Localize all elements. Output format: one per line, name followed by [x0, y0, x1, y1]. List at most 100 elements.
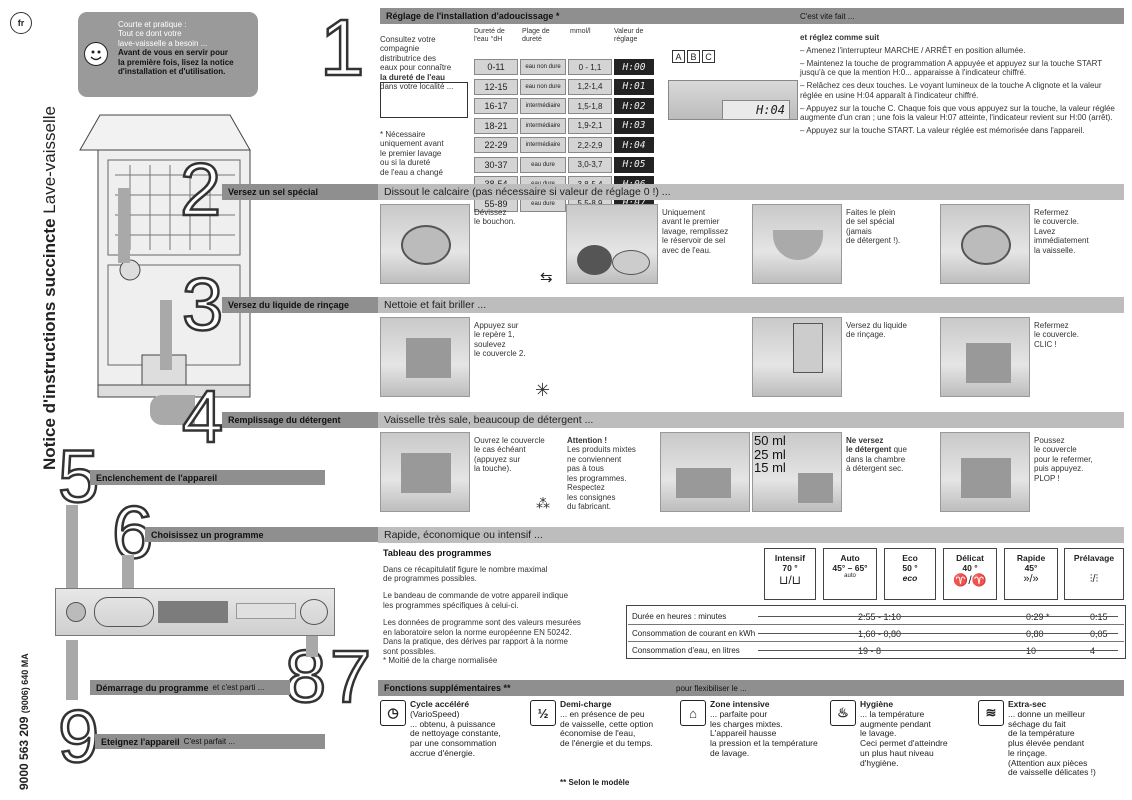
program-info-line: sont possibles. — [383, 646, 436, 656]
setting-display-value: H:04 — [756, 103, 785, 117]
step-6-subtitle: Rapide, économique ou intensif ... — [384, 529, 543, 541]
detergent-text-line: Ouvrez le couvercle — [474, 436, 545, 445]
consumption-rapide: 10 — [1026, 646, 1037, 656]
intro-bold-1: Avant de vous en servir pour — [118, 48, 228, 58]
hardness-table-headers: Dureté de l'eau °dH Plage de dureté mmol… — [474, 28, 664, 58]
consumption-rapide: 0:29 * — [1026, 612, 1050, 622]
salt-photo-1 — [380, 204, 470, 284]
step-6-subbar: Rapide, économique ou intensif ... — [378, 527, 1124, 543]
button-C-label: C — [702, 50, 715, 63]
dose-50ml: 50 ml — [754, 433, 786, 448]
detergent-text-line: PLOP ! — [1034, 473, 1060, 483]
extra-dry-icon: ≋ — [978, 700, 1004, 726]
salt-text-line: la vaisselle. — [1034, 245, 1076, 255]
rinse-text-line: de rinçage. — [846, 330, 886, 340]
function-line: plus élevée pendant — [1008, 738, 1085, 749]
swap-icon: ⇆ — [540, 269, 553, 286]
function-line: (Attention aux pièces — [1008, 757, 1088, 768]
step-3-subbar: Nettoie et fait briller ... — [378, 297, 1124, 313]
rinse-photo-3 — [940, 317, 1030, 397]
auto-icon: auto — [844, 573, 856, 579]
step-8-bar: Démarrage du programme et c'est parti ..… — [90, 680, 290, 695]
side-title-light: Lave-vaisselle — [40, 105, 59, 214]
arrow-step-8 — [306, 635, 318, 657]
salt-text-line: lavage, remplissez — [662, 226, 729, 236]
detergent-text-line: (appuyez sur — [474, 454, 521, 464]
hardness-dh: 30-37 — [474, 156, 518, 173]
function-line: un plus haut niveau — [860, 747, 934, 758]
step-9-tail: C'est parfait ... — [183, 737, 235, 746]
hardness-advice-line: distributrice des — [380, 53, 437, 63]
step-6-bar: Choisissez un programme — [145, 527, 380, 542]
dose-15ml: 15 ml — [754, 460, 786, 476]
hardness-advice-bold: la dureté de l'eau — [380, 72, 446, 82]
hardness-range: eau non dure — [520, 59, 566, 76]
eco-icon: eco — [902, 573, 918, 583]
intro-bold-3: d'installation et d'utilisation. — [118, 67, 226, 77]
function-line: économise de l'eau, — [560, 728, 636, 739]
sparkle-icon: ✳ — [535, 380, 551, 400]
program-buttons-group[interactable] — [94, 597, 154, 627]
function-line: les charges mixtes. — [710, 718, 783, 729]
detergent-attention-line: du fabricant. — [567, 502, 612, 512]
indicator-strip — [158, 601, 228, 623]
salt-text-2: Uniquement avant le premier lavage, remp… — [662, 208, 752, 255]
hardness-setting-display: H:01 — [614, 78, 654, 95]
consumption-prelavage: 0:15 — [1090, 612, 1108, 622]
salt-text-line: Refermez — [1034, 208, 1069, 217]
step-3-bar: Versez du liquide de rinçage — [222, 297, 378, 313]
step-7-bar: Fonctions supplémentaires ** pour flexib… — [378, 680, 1124, 696]
arrow-step-9 — [66, 640, 78, 700]
hardness-advice-line: eaux pour connaître — [380, 63, 452, 73]
program-temp: 70 ° — [782, 563, 798, 573]
arrow-step-3 — [160, 300, 172, 370]
hardness-header-dh: Dureté de l'eau °dH — [474, 28, 505, 43]
power-button[interactable] — [66, 602, 86, 622]
detergent-text-line: Poussez — [1034, 436, 1065, 445]
function-line: ... parfaite pour — [710, 708, 768, 719]
step-4-title: Remplissage du détergent — [228, 415, 341, 425]
salt-photo-2 — [566, 204, 658, 284]
hardness-range: eau non dure — [520, 78, 566, 95]
lang-badge: fr — [10, 12, 32, 34]
button-A-label: A — [672, 50, 685, 63]
hardness-header-mmol: mmol/l — [570, 28, 591, 35]
step-1-title: Réglage de l'installation d'adoucissage … — [386, 11, 560, 21]
hardness-dh: 16-17 — [474, 98, 518, 115]
step-7-right: pour flexibiliser le ... — [676, 683, 747, 693]
salt-text-3: Faites le plein de sel spécial (jamais d… — [846, 208, 936, 246]
program-info-line: Dans la pratique, des dérives par rappor… — [383, 637, 568, 647]
detergent-text-line: le cas échéant — [474, 445, 526, 455]
salt-text-line: Uniquement — [662, 208, 706, 217]
hardness-note-line: ou si la dureté — [380, 158, 431, 168]
function-buttons[interactable] — [236, 603, 296, 619]
hardness-setting-display: H:03 — [614, 117, 654, 134]
intro-line-1: Courte et pratique : — [118, 20, 187, 29]
program-info-line: en laboratoire selon la norme européenne… — [383, 627, 572, 637]
rinse-text-line: CLIC ! — [1034, 339, 1057, 349]
detergent-text-line: puis appuyez. — [1034, 464, 1084, 474]
function-line: de l'énergie et du temps. — [560, 738, 653, 749]
detergent-text-line: pour le refermer, — [1034, 454, 1093, 464]
function-title: Hygiène — [860, 699, 894, 709]
program-info-line: Le bandeau de commande de votre appareil… — [383, 591, 569, 601]
step-2-subtitle: Dissout le calcaire (pas nécessaire si v… — [384, 186, 671, 198]
step-2-title: Versez un sel spécial — [228, 187, 319, 197]
start-button[interactable] — [300, 599, 328, 625]
prewash-icon: ⫶/⫶ — [1089, 573, 1099, 585]
step-1-bar: Réglage de l'installation d'adoucissage … — [380, 8, 1124, 24]
detergent-attention-line: Les produits mixtes — [567, 445, 636, 455]
rinse-text-line: le couvercle 2. — [474, 349, 526, 359]
program-name: Prélavage — [1073, 553, 1115, 563]
rinse-photo-2 — [752, 317, 842, 397]
hardness-note-line: le premier lavage — [380, 148, 442, 158]
arrow-step-6 — [122, 555, 134, 590]
salt-text-line: le bouchon. — [474, 217, 516, 227]
hardness-range: intermédiaire — [520, 98, 566, 115]
step-1-right: C'est vite fait ... — [800, 11, 855, 21]
program-temp: 45° — [1024, 563, 1038, 573]
spray-icon: ⁂ — [536, 495, 550, 511]
